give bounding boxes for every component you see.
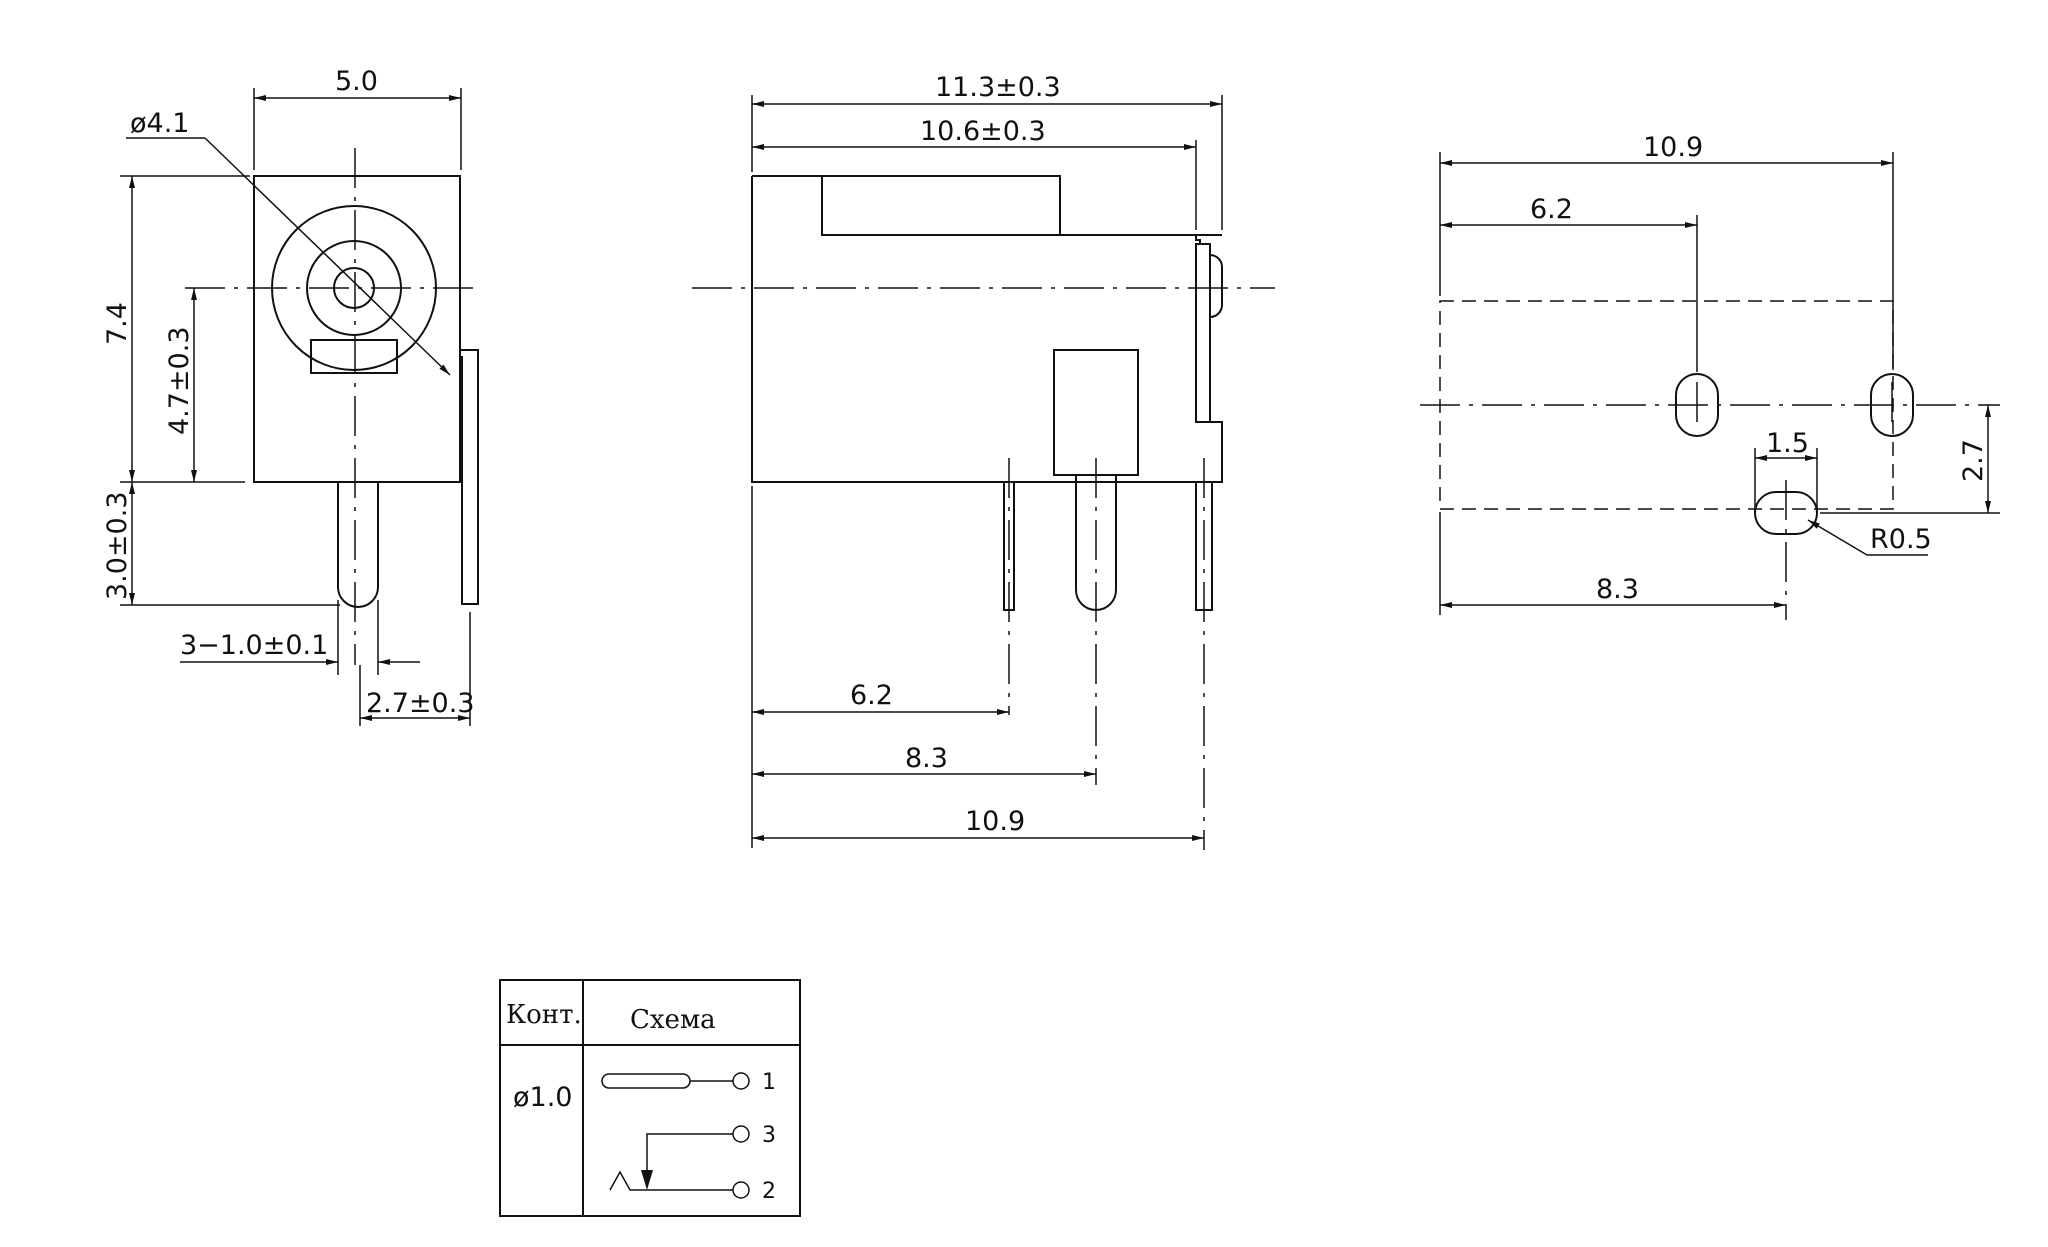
side-front-lip [1209, 254, 1223, 318]
pin2-dim-label: 8.3 [905, 743, 948, 774]
footprint-hole-b [1870, 373, 1914, 437]
fp-offset-dim-label: 2.7 [1958, 439, 1989, 482]
schematic-pin2-label: 2 [762, 1179, 776, 1204]
table-contact-value: ø1.0 [513, 1082, 572, 1113]
footprint-view: 10.9 6.2 1.5 2.7 R0.5 8.3 [1420, 132, 2000, 620]
front-body-outline [253, 175, 461, 483]
fp-radius-leader [1807, 519, 1868, 556]
fp-position-dim-label: 8.3 [1596, 574, 1639, 605]
pin-length-dim-label: 3.0±0.3 [102, 491, 133, 600]
schematic-pin1-label: 1 [762, 1070, 776, 1095]
overall-length-dim-label: 11.3±0.3 [935, 72, 1061, 103]
side-view: 11.3±0.3 10.6±0.3 6.2 8.3 10.9 [692, 72, 1275, 850]
schematic-switch-arrow [641, 1170, 653, 1190]
fp-radius-dim-label: R0.5 [1870, 524, 1932, 555]
width-dim-label: 5.0 [335, 66, 378, 97]
schematic-pin3-wire [646, 1133, 733, 1175]
pin-offset-dim-label: 2.7±0.3 [366, 688, 475, 719]
schematic-pin3-label: 3 [762, 1123, 776, 1148]
height-dim-label: 7.4 [102, 302, 133, 345]
side-front-flange [1196, 243, 1211, 422]
body-length-dim-label: 10.6±0.3 [920, 116, 1046, 147]
front-view: ø4.1 5.0 7.4 4.7±0.3 3.0±0.3 3−1.0±0.1 2… [102, 66, 480, 726]
pin3-dim-label: 10.9 [965, 806, 1025, 837]
footprint-hole-a [1675, 373, 1719, 437]
schematic-pin2-terminal [732, 1181, 750, 1199]
front-side-lead [460, 349, 479, 605]
table-outline [499, 979, 801, 1217]
front-pin [337, 482, 379, 608]
fp-overall-dim-label: 10.9 [1643, 132, 1703, 163]
pin-width-dim-label: 3−1.0±0.1 [180, 630, 328, 661]
pin1-dim-label: 6.2 [850, 680, 893, 711]
front-contact-tab [310, 339, 398, 374]
schematic-center-pin-symbol [601, 1073, 691, 1089]
side-top-boss [821, 175, 1061, 236]
table-header-scheme: Схема [630, 1005, 716, 1035]
fp-slot-dim-label: 1.5 [1766, 428, 1809, 459]
schematic-pin1-terminal [732, 1072, 750, 1090]
table-header-contact: Конт. [506, 1000, 582, 1030]
fp-spacing-dim-label: 6.2 [1530, 194, 1573, 225]
diameter-dim-label: ø4.1 [130, 108, 189, 139]
diameter-leader-diag [204, 137, 451, 376]
schematic-sleeve-spring [609, 1170, 733, 1191]
schematic-pin3-terminal [732, 1125, 750, 1143]
side-center-contact [1053, 349, 1139, 476]
schematic-table: Конт. Схема ø1.0 1 3 2 [499, 979, 801, 1217]
side-body-step [821, 176, 1196, 236]
center-height-dim-label: 4.7±0.3 [164, 326, 195, 435]
